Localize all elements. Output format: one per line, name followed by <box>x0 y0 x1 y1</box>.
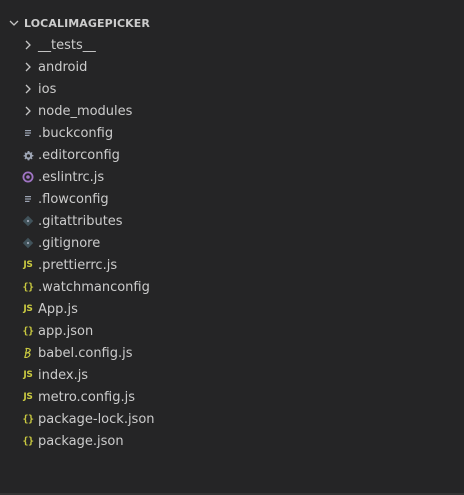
eslint-icon <box>20 169 36 185</box>
text-lines-icon <box>20 125 36 141</box>
json-icon: {} <box>22 435 34 447</box>
tree-item-label: .eslintrc.js <box>38 169 105 185</box>
tree-item-label: ios <box>38 81 57 97</box>
tree-item-label: .flowconfig <box>38 191 109 207</box>
tree-item-buckconfig[interactable]: .buckconfig <box>0 122 464 144</box>
tree-item-label: .buckconfig <box>38 125 114 141</box>
tree-item-label: .editorconfig <box>38 147 120 163</box>
tree-item-label: .watchmanconfig <box>38 279 150 295</box>
gear-icon <box>20 147 36 163</box>
tree-item-label: android <box>38 59 88 75</box>
tree-item-gitattributes[interactable]: .gitattributes <box>0 210 464 232</box>
tree-item-package-lock[interactable]: {} package-lock.json <box>0 408 464 430</box>
tree-item-label: .gitattributes <box>38 213 123 229</box>
tree-item-prettierrc[interactable]: JS .prettierrc.js <box>0 254 464 276</box>
tree-item-label: .prettierrc.js <box>38 257 118 273</box>
chevron-right-icon <box>20 59 36 75</box>
chevron-down-icon[interactable] <box>6 15 22 31</box>
chevron-right-icon <box>20 37 36 53</box>
js-icon: JS <box>23 260 33 270</box>
tree-item-label: .gitignore <box>38 235 101 251</box>
tree-item-node-modules-folder[interactable]: node_modules <box>0 100 464 122</box>
file-tree: __tests__ android ios node_modules <box>0 34 464 452</box>
js-icon: JS <box>23 392 33 402</box>
tree-item-label: app.json <box>38 323 94 339</box>
babel-icon <box>20 345 36 361</box>
folder-title: LOCALIMAGEPICKER <box>24 16 150 30</box>
tree-item-gitignore[interactable]: .gitignore <box>0 232 464 254</box>
tree-item-label: App.js <box>38 301 78 317</box>
tree-item-label: babel.config.js <box>38 345 133 361</box>
tree-item-tests-folder[interactable]: __tests__ <box>0 34 464 56</box>
git-icon <box>20 213 36 229</box>
tree-item-app-json[interactable]: {} app.json <box>0 320 464 342</box>
divider <box>0 493 464 495</box>
chevron-right-icon <box>20 103 36 119</box>
tree-item-android-folder[interactable]: android <box>0 56 464 78</box>
tree-item-eslintrc[interactable]: .eslintrc.js <box>0 166 464 188</box>
js-icon: JS <box>23 370 33 380</box>
tree-item-label: metro.config.js <box>38 389 135 405</box>
tree-item-babel-config[interactable]: babel.config.js <box>0 342 464 364</box>
tree-item-label: index.js <box>38 367 89 383</box>
tree-item-metro-config[interactable]: JS metro.config.js <box>0 386 464 408</box>
git-icon <box>20 235 36 251</box>
tree-item-label: package-lock.json <box>38 411 155 427</box>
tree-item-index-js[interactable]: JS index.js <box>0 364 464 386</box>
js-icon: JS <box>23 304 33 314</box>
json-icon: {} <box>22 413 34 425</box>
tree-item-flowconfig[interactable]: .flowconfig <box>0 188 464 210</box>
tree-item-watchmanconfig[interactable]: {} .watchmanconfig <box>0 276 464 298</box>
json-icon: {} <box>22 281 34 293</box>
chevron-right-icon <box>20 81 36 97</box>
tree-item-package-json[interactable]: {} package.json <box>0 430 464 452</box>
text-lines-icon <box>20 191 36 207</box>
tree-item-label: node_modules <box>38 103 133 119</box>
tree-item-app-js[interactable]: JS App.js <box>0 298 464 320</box>
tree-item-ios-folder[interactable]: ios <box>0 78 464 100</box>
folder-header[interactable]: LOCALIMAGEPICKER <box>0 12 464 34</box>
tree-item-label: __tests__ <box>38 37 96 53</box>
json-icon: {} <box>22 325 34 337</box>
tree-item-editorconfig[interactable]: .editorconfig <box>0 144 464 166</box>
tree-item-label: package.json <box>38 433 124 449</box>
